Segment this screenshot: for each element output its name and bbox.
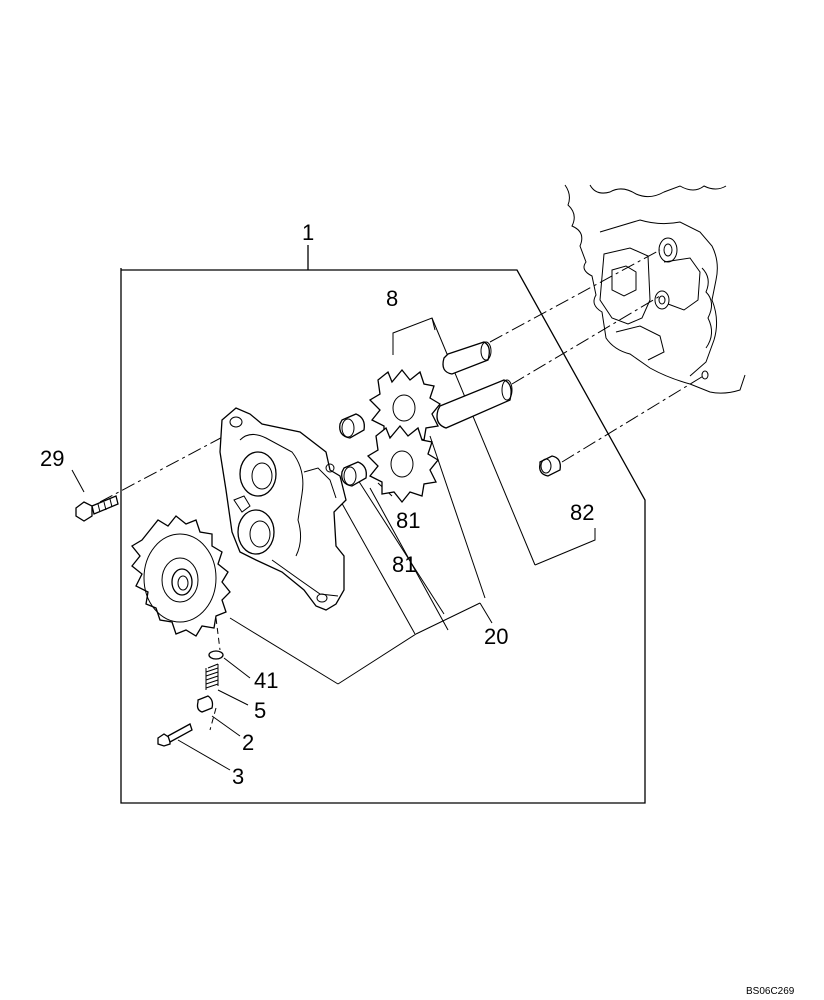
spring-part: [205, 663, 219, 690]
split-pin-part: [157, 723, 193, 747]
drive-gear-part: [131, 515, 231, 637]
drawing-code: BS06C269: [746, 986, 795, 997]
bushing-part: [539, 455, 561, 477]
pins-part: [339, 413, 367, 487]
callout-82: 82: [570, 500, 594, 525]
callout-3: 3: [232, 764, 244, 789]
callout-29: 29: [40, 446, 64, 471]
alignment-lines: [99, 249, 706, 731]
callout-1: 1: [302, 220, 314, 245]
relief-valve-part: [196, 695, 214, 713]
callout-8: 8: [386, 286, 398, 311]
shafts-part: [436, 341, 513, 429]
callout-5: 5: [254, 698, 266, 723]
callout-20: 20: [484, 624, 508, 649]
callouts: 1 8 29 81 81 82 20 41 5 2 3: [40, 220, 594, 789]
engine-block: [564, 184, 746, 394]
callout-81-upper: 81: [396, 508, 420, 533]
leader-lines: [71, 317, 596, 771]
bolt-part: [75, 495, 119, 522]
callout-2: 2: [242, 730, 254, 755]
pump-gears-part: [366, 368, 441, 504]
pump-cover-part: [219, 407, 347, 611]
callout-41: 41: [254, 668, 278, 693]
o-ring-part: [208, 650, 224, 660]
callout-81-lower: 81: [392, 552, 416, 577]
assembly-boundary: [120, 245, 646, 804]
